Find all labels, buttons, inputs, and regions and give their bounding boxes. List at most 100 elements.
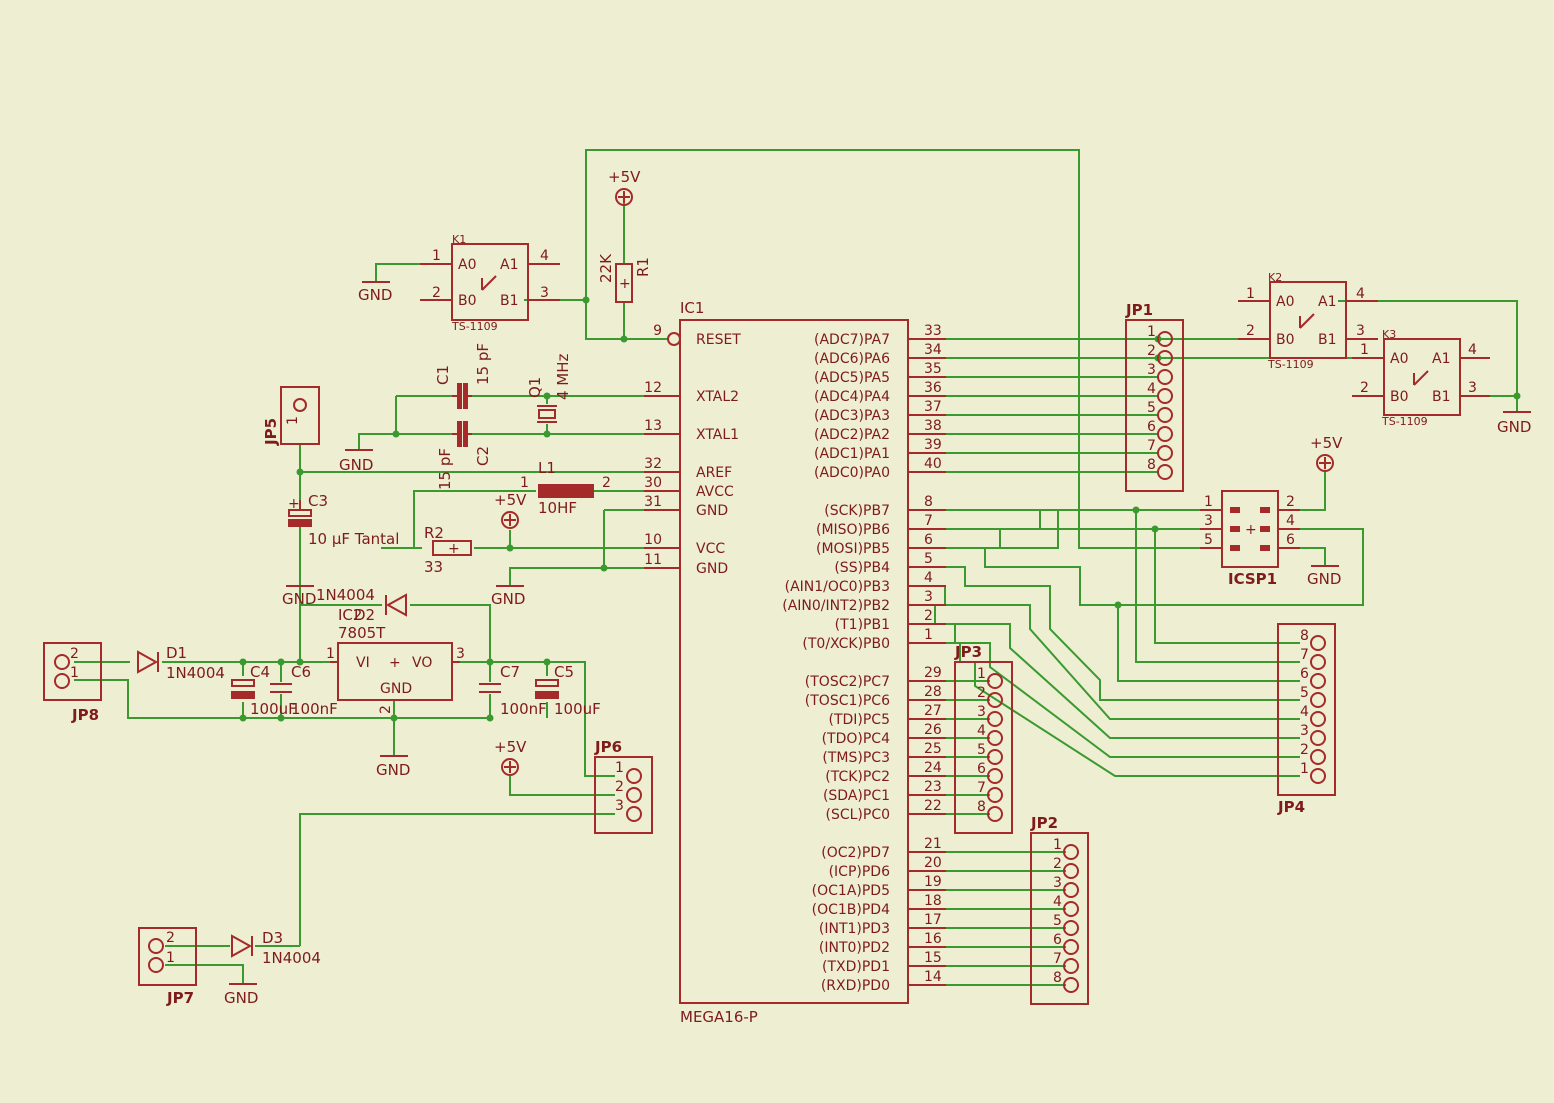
svg-text:GND: GND xyxy=(1497,418,1531,436)
header-pin xyxy=(1063,920,1079,936)
header-pin-number: 7 xyxy=(1147,438,1156,454)
ic1-pin-label: VCC xyxy=(696,541,725,557)
vcc-symbol-icsp: +5V xyxy=(1310,434,1343,472)
svg-text:+: + xyxy=(619,276,631,292)
ic1-pin-label: (MISO)PB6 xyxy=(816,522,890,538)
ic1-pin-label: (TMS)PC3 xyxy=(822,750,890,766)
svg-text:B1: B1 xyxy=(1318,332,1337,348)
header-jp8: 2 1 JP8 xyxy=(43,642,102,724)
ic1-pin-label: (ICP)PD6 xyxy=(829,864,890,880)
svg-text:GND: GND xyxy=(224,989,258,1007)
header-pin-number: 6 xyxy=(1053,932,1062,948)
svg-text:2: 2 xyxy=(615,779,624,795)
svg-text:JP5: JP5 xyxy=(262,418,280,446)
ic1-pin-number: 39 xyxy=(924,437,942,453)
header-pin xyxy=(1157,331,1173,347)
ic1-pin-number: 25 xyxy=(924,741,942,757)
r1-value: 22K xyxy=(597,253,615,283)
svg-text:+5V: +5V xyxy=(608,168,641,186)
header-pin-number: 1 xyxy=(1300,761,1309,777)
ic1-pin-label: AVCC xyxy=(696,484,734,500)
vcc-symbol-jp6: +5V xyxy=(494,738,527,776)
ic1-pin-number: 13 xyxy=(644,418,662,434)
svg-text:4: 4 xyxy=(540,248,549,264)
ic1-pin-number: 2 xyxy=(924,608,933,624)
svg-text:B0: B0 xyxy=(1390,389,1409,405)
svg-text:JP7: JP7 xyxy=(166,989,194,1007)
svg-text:2: 2 xyxy=(602,475,611,491)
header-pin xyxy=(1310,692,1326,708)
header-pin-number: 4 xyxy=(1300,704,1309,720)
ic1-pin-label: (SDA)PC1 xyxy=(823,788,890,804)
ic1-right-pins: 33(ADC7)PA734(ADC6)PA635(ADC5)PA536(ADC4… xyxy=(782,323,946,994)
header-jp5: 1 JP5 xyxy=(262,386,320,446)
ic1-pin-label: (SS)PB4 xyxy=(834,560,890,576)
ic1-pin-number: 1 xyxy=(924,627,933,643)
svg-text:33: 33 xyxy=(424,558,443,576)
svg-text:100uF: 100uF xyxy=(250,700,297,718)
ic1-pin-label: (SCK)PB7 xyxy=(824,503,890,519)
svg-text:1: 1 xyxy=(1246,286,1255,302)
regulator-ic2: VI + VO GND 1 3 2 IC2 7805T xyxy=(326,606,465,714)
ic1-pin-label: (OC2)PD7 xyxy=(821,845,890,861)
ic1-pin-number: 34 xyxy=(924,342,942,358)
svg-text:6: 6 xyxy=(1286,532,1295,548)
header-pin xyxy=(1157,350,1173,366)
q1-value: 4 MHz xyxy=(554,353,572,400)
svg-text:+5V: +5V xyxy=(494,738,527,756)
ic1-pin-label: (ADC0)PA0 xyxy=(814,465,890,481)
header-pin xyxy=(1310,654,1326,670)
svg-text:1N4004: 1N4004 xyxy=(262,949,321,967)
svg-text:2: 2 xyxy=(432,285,441,301)
ic1-pin-label: (TCK)PC2 xyxy=(825,769,890,785)
svg-text:A0: A0 xyxy=(1276,294,1294,310)
r1-name: R1 xyxy=(634,257,652,277)
header-pin-number: 2 xyxy=(977,685,986,701)
ic1-pin-number: 11 xyxy=(644,552,662,568)
header-pin xyxy=(987,730,1003,746)
svg-text:GND: GND xyxy=(380,681,412,697)
header-pin xyxy=(1157,426,1173,442)
ic1-pin-number: 3 xyxy=(924,589,933,605)
svg-text:3: 3 xyxy=(615,798,624,814)
ic1-pin-label: (ADC1)PA1 xyxy=(814,446,890,462)
svg-text:2: 2 xyxy=(166,930,175,946)
capacitor-c2 xyxy=(452,421,472,447)
svg-text:JP8: JP8 xyxy=(71,706,99,724)
header-pin-number: 3 xyxy=(977,704,986,720)
svg-text:+: + xyxy=(448,541,460,557)
svg-text:1: 1 xyxy=(166,950,175,966)
ic1-pin-label: XTAL2 xyxy=(696,389,739,405)
gnd-symbols: GND GND GND GND GND GND GND GND xyxy=(224,281,1531,1007)
ic1-pin-number: 14 xyxy=(924,969,942,985)
svg-text:GND: GND xyxy=(358,286,392,304)
header-pin xyxy=(1157,369,1173,385)
svg-text:L1: L1 xyxy=(538,459,556,477)
ic1-pin-label: (OC1B)PD4 xyxy=(812,902,890,918)
header-pin xyxy=(1157,445,1173,461)
ic1-pin-number: 28 xyxy=(924,684,942,700)
svg-text:C5: C5 xyxy=(554,663,574,681)
ic1-pin-label: (SCL)PC0 xyxy=(825,807,890,823)
header-pin-number: 2 xyxy=(1147,343,1156,359)
ic1-pin-number: 31 xyxy=(644,494,662,510)
c3-value: 10 µF Tantal xyxy=(308,530,399,548)
ic1-pin-label: (ADC2)PA2 xyxy=(814,427,890,443)
ic1-pin-number: 29 xyxy=(924,665,942,681)
header-pin-number: 8 xyxy=(977,799,986,815)
c2-value: 15 pF xyxy=(436,448,454,490)
ic1-pin-number: 12 xyxy=(644,380,662,396)
header-pin xyxy=(1063,977,1079,993)
header-pin-number: 8 xyxy=(1053,970,1062,986)
header-pin-number: 6 xyxy=(1147,419,1156,435)
header-pin-number: 7 xyxy=(977,780,986,796)
svg-text:GND: GND xyxy=(282,590,316,608)
svg-text:B1: B1 xyxy=(1432,389,1451,405)
header-pin xyxy=(1310,635,1326,651)
ic1-pin-number: 5 xyxy=(924,551,933,567)
header-pin xyxy=(987,749,1003,765)
svg-text:JP6: JP6 xyxy=(594,738,622,756)
q1-name: Q1 xyxy=(526,377,544,398)
vcc-symbol-mid: +5V xyxy=(494,491,527,529)
